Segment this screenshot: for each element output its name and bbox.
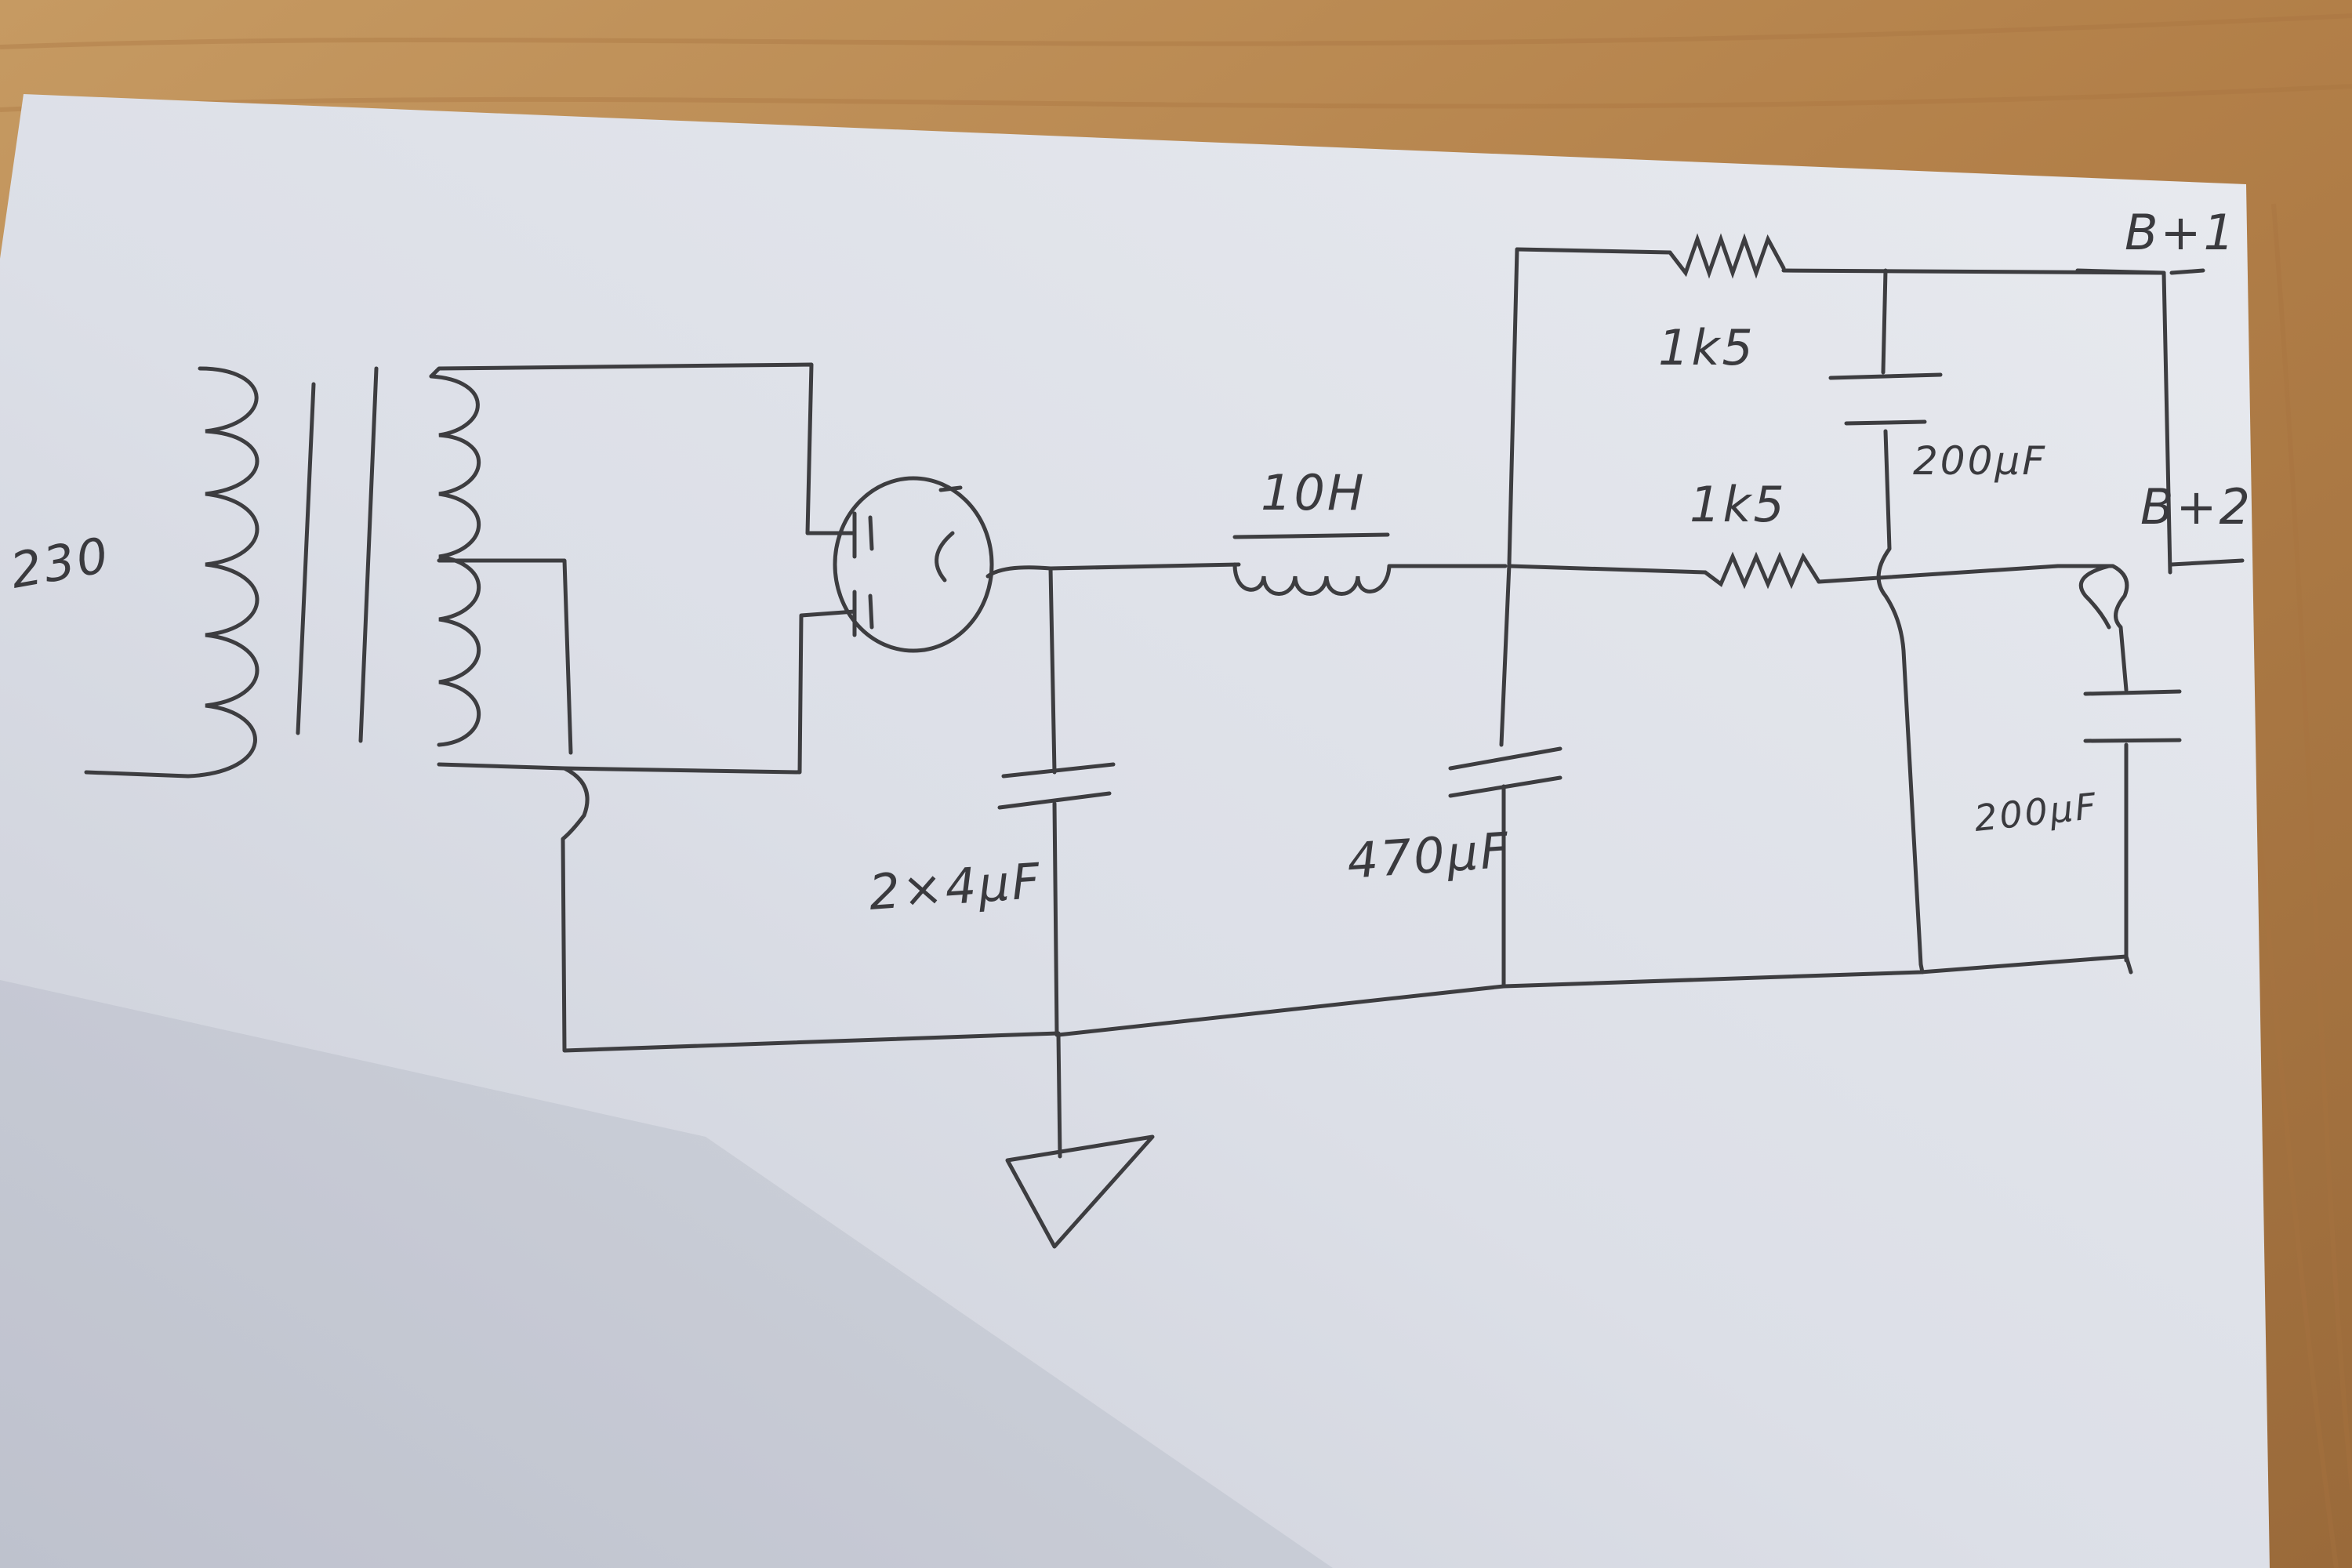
- choke-bar: [1232, 532, 1390, 539]
- main-cap-label: 470μF: [1345, 822, 1512, 890]
- rectifier-tube-icon: [833, 476, 994, 653]
- secondary-winding: [429, 374, 481, 747]
- capacitor-icon: [997, 762, 1116, 810]
- primary-winding: [186, 366, 260, 779]
- resistor-icon: [1703, 551, 1821, 590]
- choke-label: 10H: [1261, 464, 1367, 521]
- ground-icon: [1005, 1134, 1155, 1249]
- resistor-1-label: 1k5: [1658, 319, 1755, 376]
- choke-icon: [1232, 562, 1392, 596]
- capacitor-icon: [2083, 689, 2182, 743]
- capacitor-icon: [1828, 372, 1943, 426]
- output-b2-label: B+2: [2140, 478, 2252, 535]
- reservoir-cap-label: 2×4μF: [867, 852, 1044, 921]
- transformer-icon: [84, 362, 1061, 1053]
- hand-shadow: [0, 980, 1333, 1568]
- resistor-icon: [1668, 233, 1786, 279]
- paper-sheet: [0, 94, 2270, 1568]
- cap-b1-label: 200μF: [1913, 438, 2047, 484]
- output-b1-label: B+1: [2125, 204, 2237, 261]
- resistor-2-label: 1k5: [1690, 476, 1787, 533]
